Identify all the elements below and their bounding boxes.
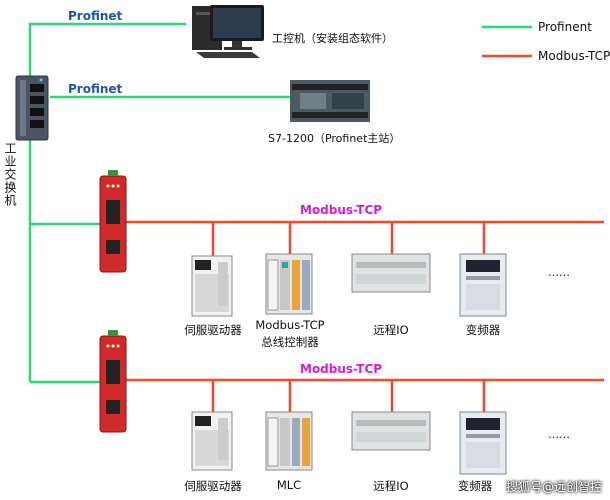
legend-modbus: Modbus-TCP <box>538 49 610 63</box>
row2-mlc-label: MLC <box>276 478 302 492</box>
plc-s7-1200 <box>290 80 370 122</box>
switch-label: 工业交换机 <box>3 142 17 207</box>
remote-io-2 <box>351 411 431 451</box>
servo-drive-2 <box>191 411 233 471</box>
modbus-gateway-2 <box>99 330 127 433</box>
bus1-label: Modbus-TCP <box>300 203 383 217</box>
row1-controller-label-2: 总线控制器 <box>261 335 319 349</box>
row2-remote-io-label: 远程IO <box>373 479 409 493</box>
servo-drive-1 <box>191 255 233 317</box>
row2-inverter-label: 变频器 <box>457 479 493 493</box>
row1-more-ellipsis: …… <box>548 266 570 279</box>
plc-label: S7-1200（Profinet主站） <box>268 132 401 145</box>
row1-remote-io-label: 远程IO <box>373 323 409 337</box>
modbus-lines <box>126 54 604 412</box>
mlc-module <box>265 411 313 471</box>
modbus-gateway-1 <box>99 170 127 273</box>
industrial-switch <box>15 75 49 141</box>
bus-controller-1 <box>265 253 313 315</box>
row1-servo-label: 伺服驱动器 <box>184 323 242 337</box>
bus2-label: Modbus-TCP <box>300 362 383 376</box>
link-label-profinet-top: Profinet <box>68 9 123 23</box>
inverter-2 <box>459 411 507 475</box>
legend-profinet: Profinent <box>538 20 592 34</box>
profinet-lines <box>28 22 532 384</box>
industrial-pc <box>192 5 264 58</box>
inverter-1 <box>459 253 507 317</box>
profinet-link-ipc <box>28 22 186 78</box>
row2-more-ellipsis: …… <box>548 428 570 441</box>
row1-controller-label-1: Modbus-TCP <box>255 318 325 332</box>
row2-servo-label: 伺服驱动器 <box>184 479 242 493</box>
link-label-profinet-mid: Profinet <box>68 82 123 96</box>
watermark: 搜狐号@远创智控 <box>506 480 603 494</box>
remote-io-1 <box>351 253 431 293</box>
row1-inverter-label: 变频器 <box>465 323 501 337</box>
ipc-label: 工控机（安装组态软件） <box>272 32 393 45</box>
